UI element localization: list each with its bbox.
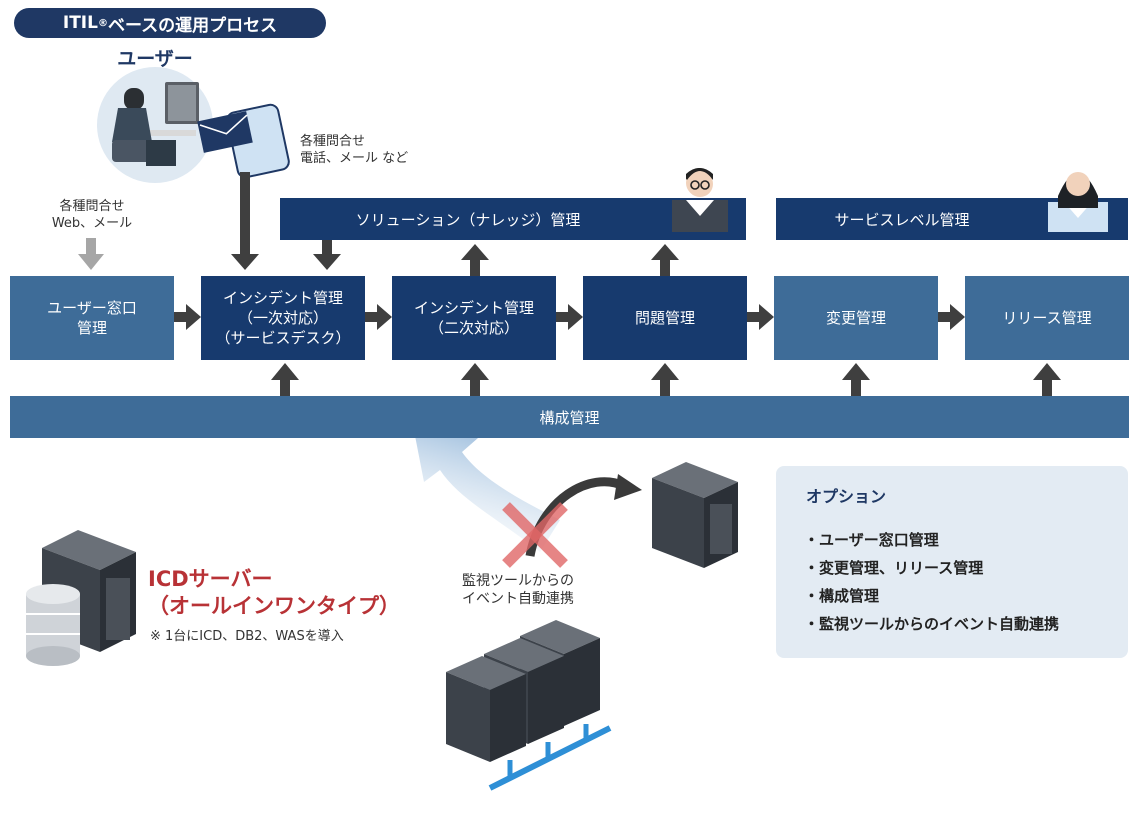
flow-arrow-1 [174,304,201,330]
option-item: ・構成管理 [804,587,880,605]
process-box-incident-first: インシデント管理 （一次対応） （サービスデスク） [201,276,365,360]
cross-mark-icon [502,502,568,568]
flow-arrow-3 [556,304,583,330]
email-phone-illustration [197,103,290,179]
user-label: ユーザー [117,48,193,70]
config-arrow-4 [842,363,870,396]
incident2-to-solution-arrow [461,244,489,276]
process-box-user-desk: ユーザー窓口 管理 [10,276,174,360]
config-arrow-5 [1033,363,1061,396]
page-title-tag: ITIL® ベースの運用プロセス [14,8,326,38]
process-box-release: リリース管理 [965,276,1129,360]
solution-band-label: ソリューション（ナレッジ）管理 [355,210,581,229]
registered-mark: ® [97,17,108,29]
options-panel [776,466,1128,658]
service-level-band-label: サービスレベル管理 [834,210,970,229]
phone-contact-line1: 各種問合せ [300,134,366,149]
option-item: ・変更管理、リリース管理 [804,559,984,577]
option-item: ・ユーザー窓口管理 [804,531,939,549]
user-at-desk-illustration [97,67,213,183]
configuration-band: 構成管理 [10,396,1129,438]
icd-title-line1: ICDサーバー [148,567,273,591]
solution-to-incident1-arrow [313,240,341,270]
monitoring-line2: イベント自動連携 [462,591,574,607]
phone-contact-line2: 電話、メール など [300,151,409,166]
config-arrow-1 [271,363,299,396]
solution-knowledge-band: ソリューション（ナレッジ）管理 [280,198,746,240]
server-cluster-icon [446,620,612,791]
flow-arrow-4 [747,304,774,330]
icd-title-line2: （オールインワンタイプ） [148,594,400,618]
phone-contact-text: 各種問合せ 電話、メール など [300,133,408,167]
web-contact-text: 各種問合せ Web、メール [44,198,140,232]
problem-to-solution-arrow [651,244,679,276]
config-arrow-2 [461,363,489,396]
database-icon [26,584,80,666]
options-title: オプション [806,487,887,506]
page-title-rest: ベースの運用プロセス [107,15,278,36]
server-icon [652,462,738,568]
option-item: ・監視ツールからのイベント自動連携 [804,615,1060,633]
phone-contact-arrow [231,172,259,270]
process-box-change: 変更管理 [774,276,938,360]
flow-arrow-5 [938,304,965,330]
process-box-incident-second: インシデント管理 （二次対応） [392,276,556,360]
config-arrow-3 [651,363,679,396]
icd-server-title: ICDサーバー （オールインワンタイプ） [148,566,400,620]
web-contact-arrow [78,238,104,270]
web-contact-line1: 各種問合せ [59,199,125,214]
page-title: ITIL [62,13,98,33]
monitoring-text: 監視ツールからの イベント自動連携 [440,572,596,608]
monitoring-line1: 監視ツールからの [462,573,574,589]
manager-avatar-icon [1048,172,1108,232]
icd-note: ※ 1台にICD、DB2、WASを導入 [150,629,344,644]
engineer-avatar-icon [672,168,728,232]
web-contact-line2: Web、メール [51,216,133,231]
flow-arrow-2 [365,304,392,330]
process-box-problem: 問題管理 [583,276,747,360]
